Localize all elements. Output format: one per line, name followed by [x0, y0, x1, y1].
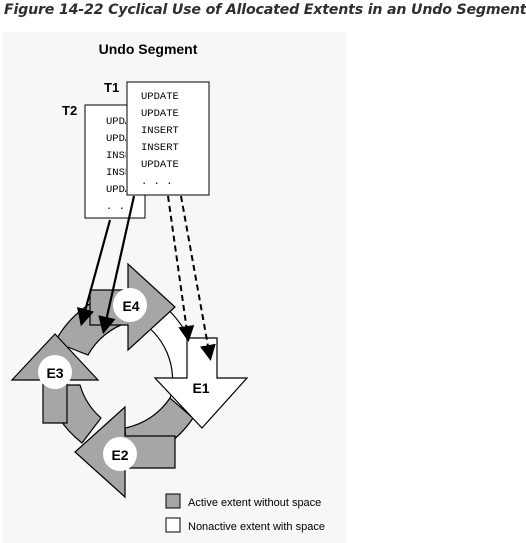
undo-segment-diagram: Undo Segment UPDATE UPDATE INSERT INSERT… — [10, 41, 325, 533]
figure-caption: Figure 14-22 Cyclical Use of Allocated E… — [4, 2, 526, 18]
t1-line: . . . — [141, 176, 173, 188]
t2-to-extent-arrow — [77, 219, 112, 327]
extent-e3-badge — [38, 355, 72, 389]
extent-e3-label: E3 — [46, 365, 63, 381]
extent-e1-shape — [153, 337, 249, 429]
legend-swatch-active — [165, 493, 181, 509]
t1-dashed-arrow-2 — [180, 195, 216, 361]
t1-line: UPDATE — [141, 159, 179, 171]
legend-label-active: Active extent without space — [188, 497, 321, 509]
extent-e2-badge — [103, 437, 137, 471]
t1-to-extent-arrow — [98, 195, 136, 335]
t2-line: UPDATE — [106, 184, 144, 196]
extent-e4-label: E4 — [122, 298, 139, 314]
t2-line: UPDATE — [106, 133, 144, 145]
t1-line: UPDATE — [141, 91, 179, 103]
t1-line: INSERT — [141, 142, 179, 154]
t1-line: UPDATE — [141, 108, 179, 120]
t1-label: T1 — [104, 80, 119, 95]
t1-line: INSERT — [141, 125, 179, 137]
segment-title: Undo Segment — [99, 41, 198, 57]
t2-line: INSERT — [106, 150, 144, 162]
extent-e1-label: E1 — [192, 380, 209, 396]
t2-line: UPDATE — [106, 116, 144, 128]
legend-label-nonactive: Nonactive extent with space — [188, 521, 325, 533]
legend-swatch-nonactive — [165, 517, 181, 533]
transaction-t2: UPDATE UPDATE INSERT INSERT UPDATE . . .… — [62, 103, 146, 219]
t2-label: T2 — [62, 103, 77, 118]
t1-dashed-arrow — [167, 195, 195, 342]
t2-line: . . . — [106, 201, 138, 213]
extent-e2-label: E2 — [111, 447, 128, 463]
extent-e4-badge — [113, 288, 147, 322]
extent-ring: E4 E3 E2 E1 — [10, 262, 249, 499]
legend: Active extent without space Nonactive ex… — [165, 493, 325, 533]
t2-line: INSERT — [106, 167, 144, 179]
transaction-t1: UPDATE UPDATE INSERT INSERT UPDATE . . .… — [104, 80, 210, 196]
